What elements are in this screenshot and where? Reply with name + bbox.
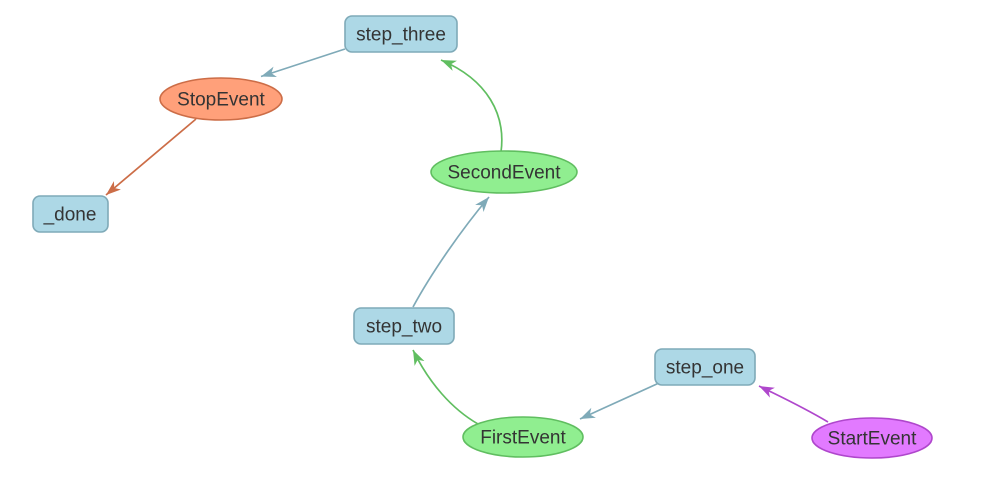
node-step_two[interactable]: step_two [353,307,455,345]
node-step_one[interactable]: step_one [654,348,756,386]
node-shape-ellipse [159,77,283,121]
node-shape-box [344,15,458,53]
node-label: step_three [356,25,446,46]
node-shape-ellipse [462,416,584,458]
edge-StopEvent-to-_done [105,118,197,196]
node-shape-ellipse [811,417,933,459]
edge-FirstEvent-to-step_two [412,349,479,425]
edge-step_one-to-FirstEvent [579,382,660,420]
node-SecondEvent[interactable]: SecondEvent [430,150,578,194]
node-label: step_two [366,317,442,338]
node-label: FirstEvent [480,428,566,449]
node-StartEvent[interactable]: StartEvent [811,417,933,459]
node-shape-box [32,195,109,233]
node-shape-ellipse [430,150,578,194]
node-label: StartEvent [828,429,917,450]
node-label: _done [43,205,97,226]
node-FirstEvent[interactable]: FirstEvent [462,416,584,458]
node-label: StopEvent [177,90,265,111]
node-shape-box [654,348,756,386]
node-StopEvent[interactable]: StopEvent [159,77,283,121]
node-label: step_one [666,358,744,379]
node-label: SecondEvent [447,163,561,184]
node-step_three[interactable]: step_three [344,15,458,53]
node-shape-box [353,307,455,345]
edge-step_two-to-SecondEvent [412,196,490,308]
edge-SecondEvent-to-step_three [440,59,503,153]
edge-StartEvent-to-step_one [758,385,829,423]
edge-step_three-to-StopEvent [260,48,346,78]
node-_done[interactable]: _done [32,195,109,233]
